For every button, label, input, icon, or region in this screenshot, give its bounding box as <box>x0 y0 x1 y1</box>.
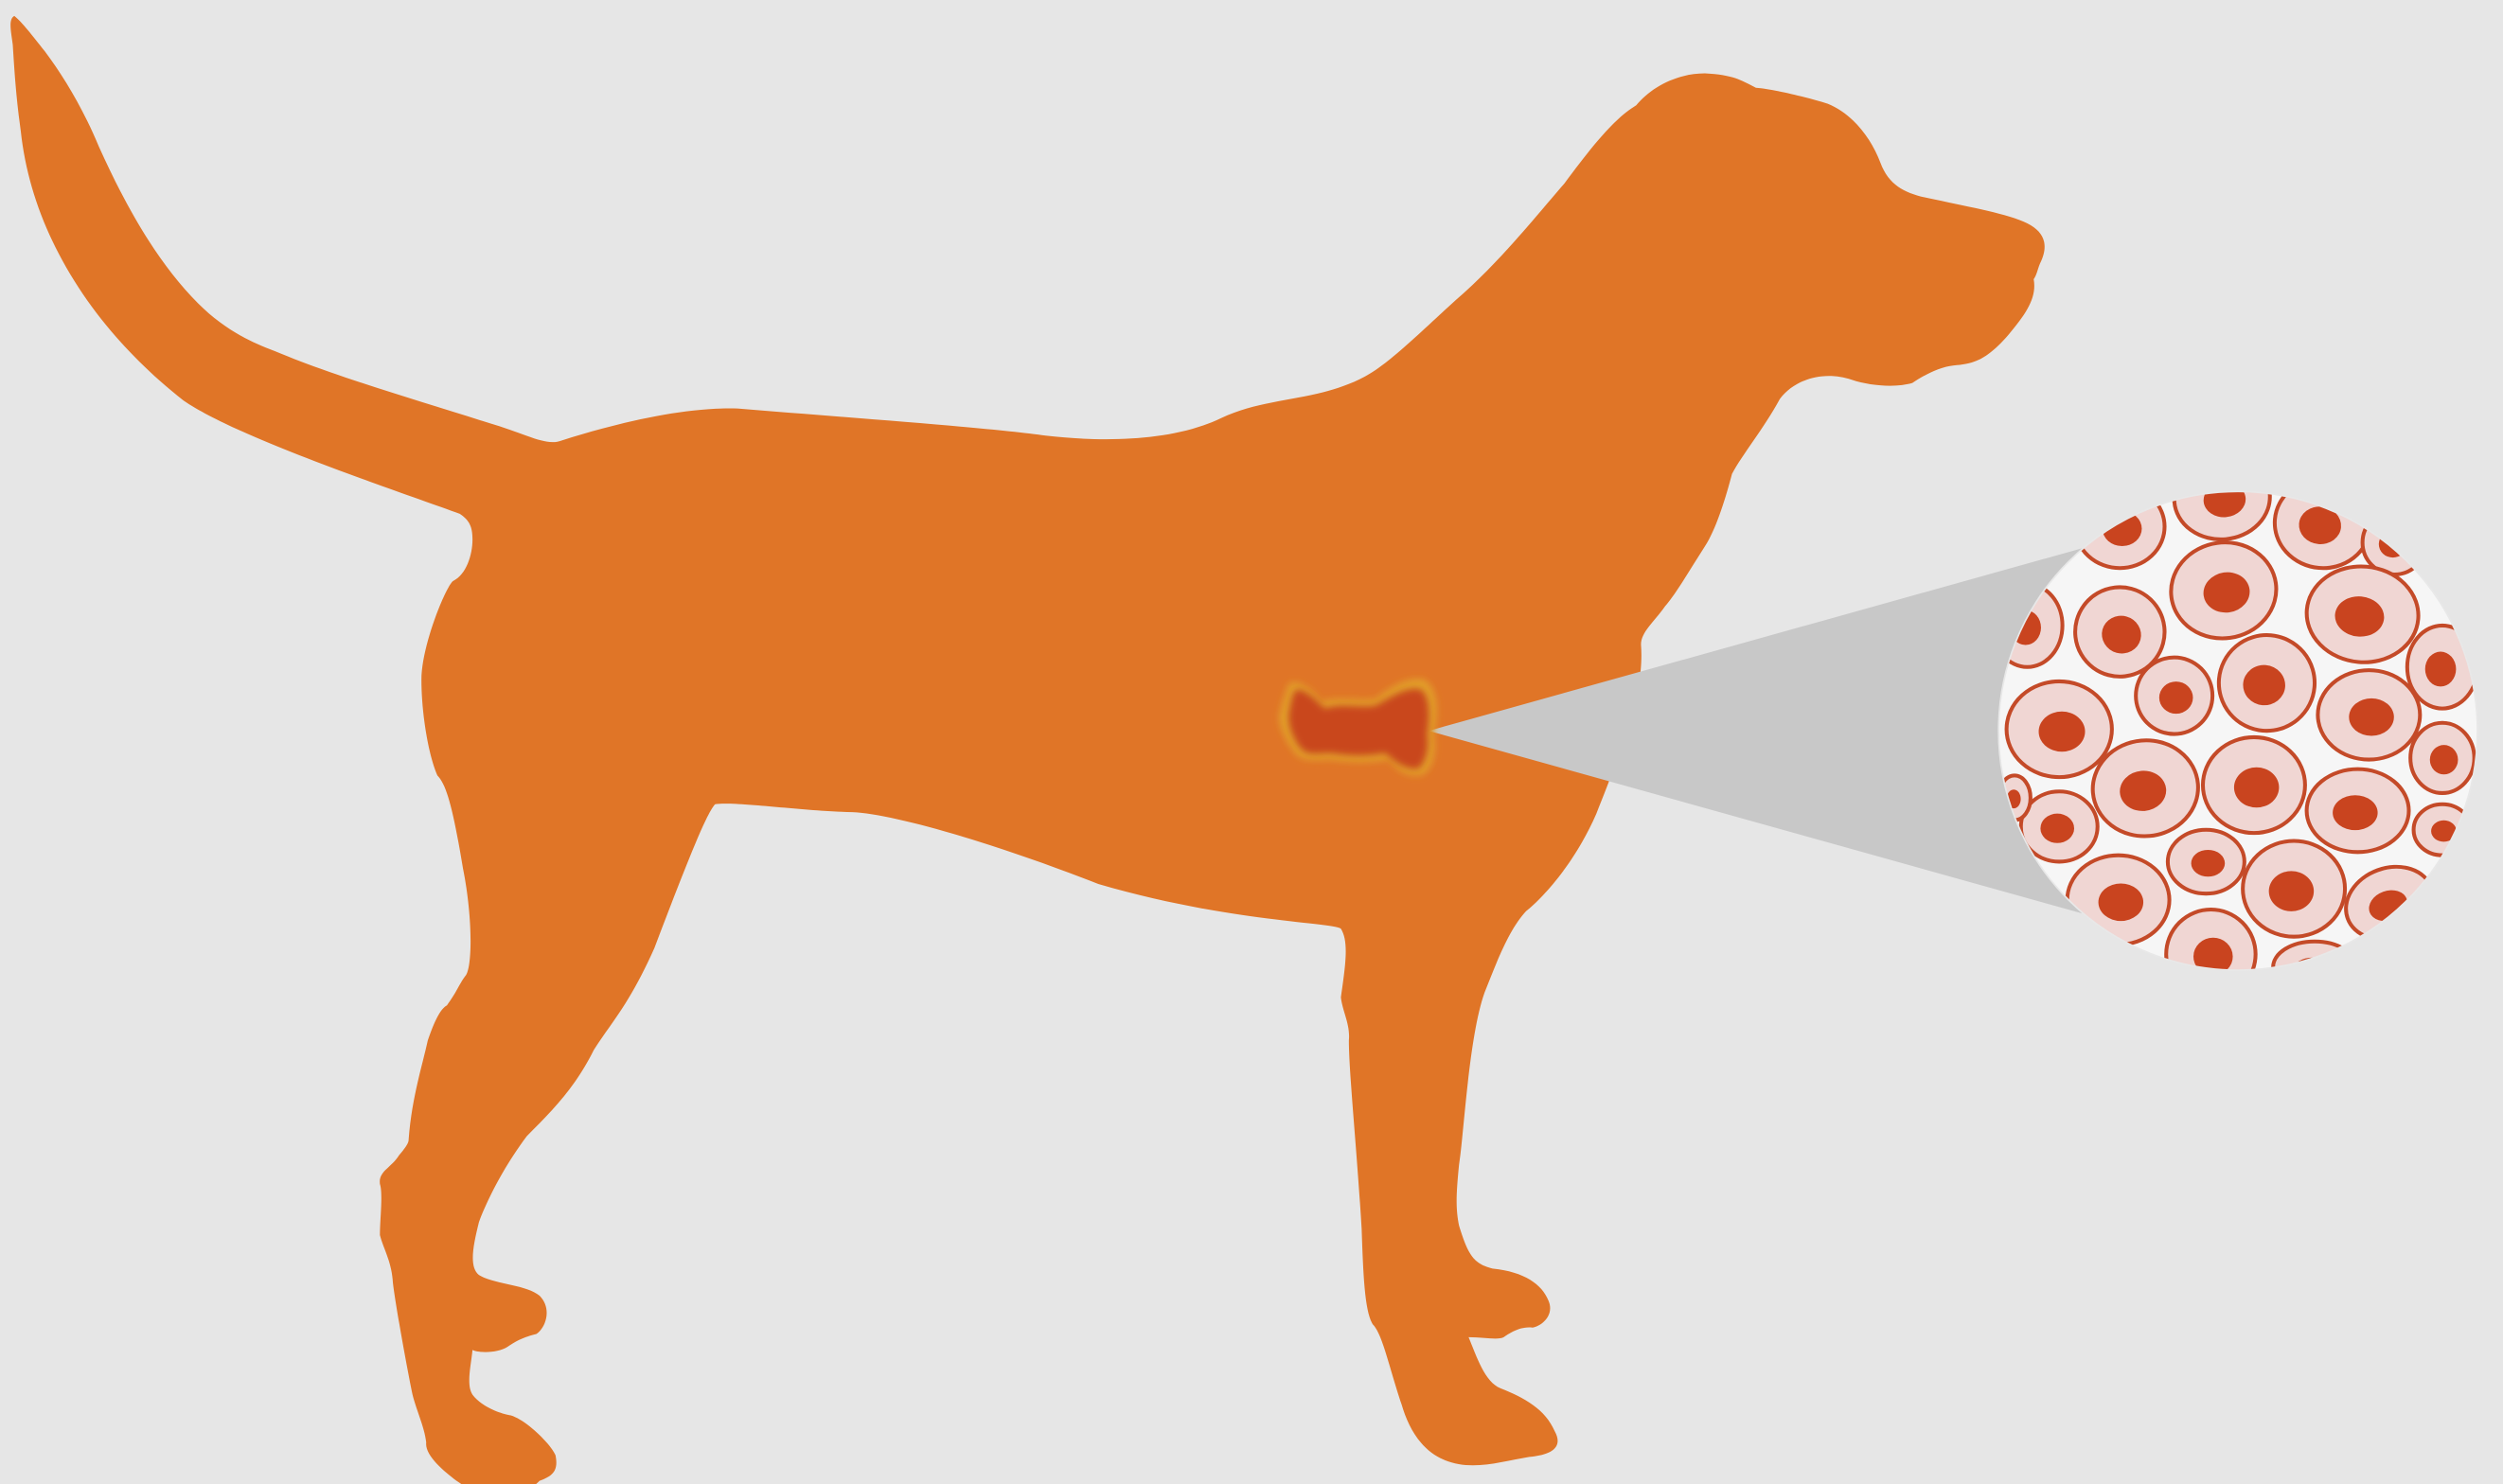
cell <box>2407 626 2477 709</box>
cell <box>2021 791 2098 861</box>
cell <box>2007 681 2112 777</box>
cell-nucleus <box>2192 850 2226 876</box>
cell-nucleus <box>2333 795 2377 830</box>
cell-nucleus <box>2159 681 2193 714</box>
cell-nucleus <box>2430 745 2459 774</box>
cell-nucleus <box>2039 712 2086 751</box>
cell-nucleus <box>2349 698 2393 736</box>
cell <box>2307 769 2409 853</box>
cell-nucleus <box>2379 531 2407 557</box>
cell <box>2363 511 2426 574</box>
cell <box>2410 723 2474 793</box>
cell <box>2168 830 2245 893</box>
cell-nucleus <box>2234 768 2279 807</box>
cell-nucleus <box>2040 814 2074 843</box>
magnified-lens <box>1992 452 2477 998</box>
cell-nucleus <box>2425 652 2457 687</box>
cell <box>2414 804 2472 856</box>
cell <box>2075 486 2164 569</box>
cell <box>2317 670 2420 759</box>
cell-nucleus <box>2099 883 2143 921</box>
cell-nucleus <box>2269 871 2314 910</box>
cell <box>2136 658 2212 734</box>
cell <box>2273 942 2356 993</box>
cell <box>2068 856 2170 945</box>
cell <box>2243 841 2345 937</box>
cell <box>2203 737 2305 833</box>
cell <box>2166 910 2255 998</box>
cell-nucleus <box>2295 958 2332 980</box>
